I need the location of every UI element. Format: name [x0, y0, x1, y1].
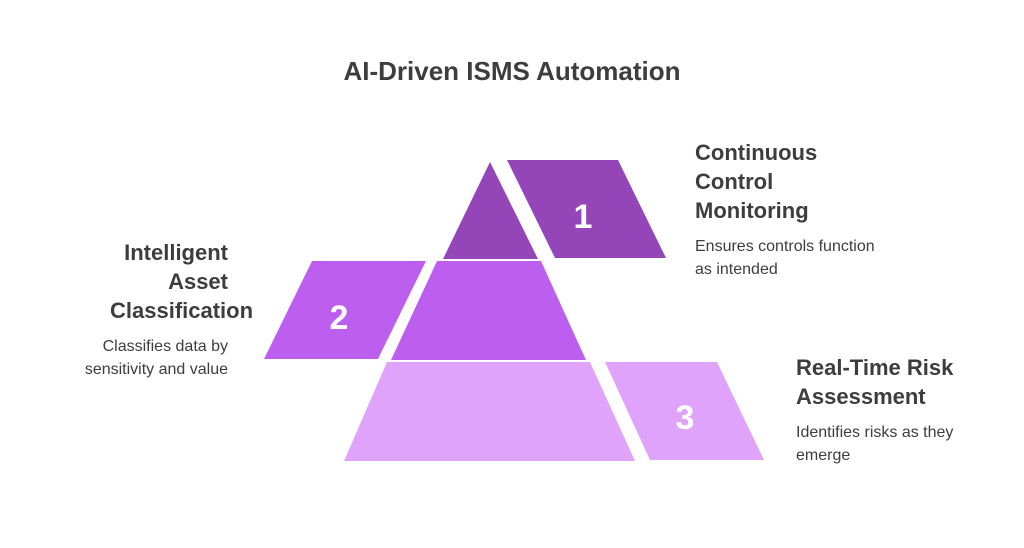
badge-2 [264, 261, 426, 359]
page-title: AI-Driven ISMS Automation [343, 56, 681, 86]
level-3-heading: Real-Time Risk Assessment [796, 355, 954, 409]
badge-2-number: 2 [330, 299, 349, 337]
badge-3-number: 3 [676, 399, 695, 437]
level-2-heading: Intelligent Asset Classification [110, 240, 254, 323]
badge-1-number: 1 [574, 198, 593, 236]
pyramid-tier-1 [443, 162, 538, 259]
badge-3 [605, 362, 764, 460]
pyramid-tier-3 [344, 362, 635, 461]
level-1-description: Ensures controls function as intended [695, 238, 875, 278]
level-2-label: Intelligent Asset Classification Classif… [30, 238, 254, 381]
level-3-label: Real-Time Risk Assessment Identifies ris… [796, 353, 996, 467]
level-3-description: Identifies risks as they emerge [796, 424, 954, 464]
level-1-heading: Continuous Control Monitoring [695, 140, 818, 223]
level-1-label: Continuous Control Monitoring Ensures co… [695, 138, 875, 281]
pyramid-tier-2 [391, 261, 586, 360]
level-2-description: Classifies data by sensitivity and value [84, 338, 228, 378]
badge-1 [507, 160, 666, 258]
